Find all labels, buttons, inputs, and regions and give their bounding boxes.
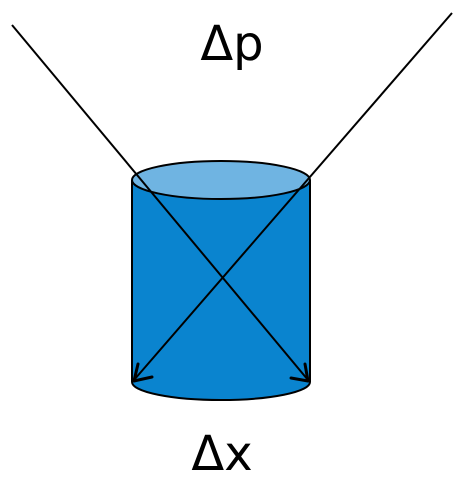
arrowhead-right bbox=[289, 362, 310, 383]
ray-left-incoming bbox=[11, 24, 309, 381]
ray-right-incoming bbox=[133, 12, 453, 381]
position-uncertainty-label: Δx bbox=[191, 426, 252, 480]
cylinder-bottom-rim bbox=[131, 381, 311, 401]
cylinder-body bbox=[132, 180, 310, 400]
momentum-uncertainty-label: Δp bbox=[200, 16, 263, 72]
arrowhead-left bbox=[132, 362, 154, 383]
cylinder-top bbox=[131, 160, 311, 200]
